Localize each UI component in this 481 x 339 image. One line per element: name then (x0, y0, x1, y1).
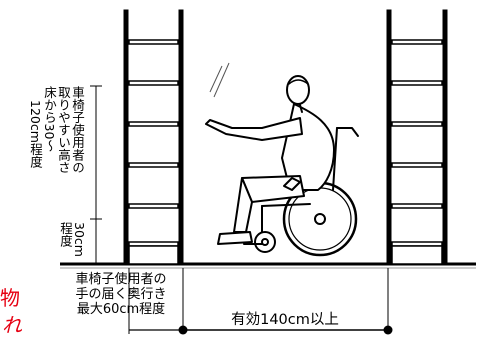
reach-depth-line-1: 車椅子使用者の (75, 272, 167, 287)
reach-depth-line-3: 最大60cm程度 (76, 302, 166, 317)
comfortable-height-line-4: 120cm程度 (28, 100, 43, 168)
reach-depth-label: 車椅子使用者の 手の届く奥行き 最大60cm程度 (54, 272, 188, 317)
comfortable-height-line-3: 床から30〜 (42, 86, 57, 152)
bottom-height-line-1: 30cm (72, 222, 87, 257)
right-shelf-unit (386, 9, 448, 265)
comfortable-height-label: 車椅子使用者の 取りやすい高さ 床から30〜 120cm程度 (28, 86, 85, 226)
reach-depth-dimension (128, 268, 183, 334)
bottom-height-line-2: 程度 (58, 222, 73, 247)
wheelchair-user-figure (205, 75, 359, 257)
reach-motion-lines (209, 62, 230, 98)
clear-width-label: 有効140cm以上 (231, 312, 339, 328)
left-shelf-unit (123, 9, 184, 265)
red-text-fragment-2: れ (2, 313, 22, 337)
comfortable-height-line-1: 車椅子使用者の (70, 86, 85, 174)
comfortable-height-line-2: 取りやすい高さ (56, 86, 71, 174)
reach-depth-line-2: 手の届く奥行き (75, 287, 167, 302)
height-dimension-line (90, 85, 102, 265)
bottom-height-label: 30cm 程度 (58, 222, 87, 262)
clear-width-dimension (178, 268, 393, 335)
red-text-fragment-1: 物 (0, 286, 20, 310)
